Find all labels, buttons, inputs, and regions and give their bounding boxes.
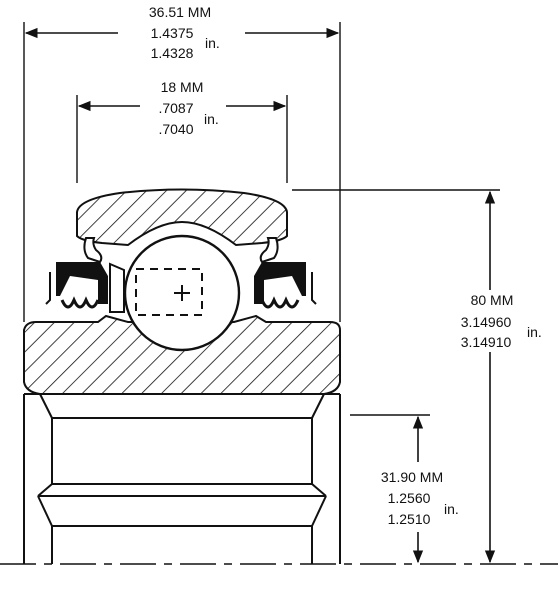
width-max-in: 1.4375 bbox=[151, 25, 194, 41]
od-unit: in. bbox=[527, 324, 542, 340]
right-seal bbox=[254, 237, 317, 309]
dim-inner-width: 18 MM .7087 .7040 in. bbox=[158, 79, 218, 137]
cage-pocket bbox=[135, 268, 203, 316]
width-metric: 36.51 MM bbox=[149, 4, 211, 20]
dim-outer-diameter: 80 MM 3.14960 3.14910 in. bbox=[461, 292, 542, 350]
inner-width-metric: 18 MM bbox=[161, 79, 204, 95]
inner-ring-body bbox=[23, 393, 341, 564]
width-unit: in. bbox=[205, 35, 220, 51]
bore-min-in: 1.2510 bbox=[388, 511, 431, 527]
inner-width-unit: in. bbox=[204, 111, 219, 127]
extension-lines bbox=[0, 22, 558, 565]
left-seal bbox=[45, 237, 125, 313]
dimension-lines bbox=[24, 27, 496, 564]
width-min-in: 1.4328 bbox=[151, 45, 194, 61]
dim-bore: 31.90 MM 1.2560 1.2510 in. bbox=[381, 469, 459, 527]
bore-max-in: 1.2560 bbox=[388, 490, 431, 506]
inner-width-max-in: .7087 bbox=[158, 100, 193, 116]
inner-ring-section bbox=[23, 314, 341, 395]
od-metric: 80 MM bbox=[471, 292, 514, 308]
center-mark bbox=[174, 285, 190, 301]
od-max-in: 3.14960 bbox=[461, 314, 512, 330]
outer-ring-section bbox=[76, 188, 288, 247]
dim-width: 36.51 MM 1.4375 1.4328 in. bbox=[149, 4, 220, 61]
od-min-in: 3.14910 bbox=[461, 334, 512, 350]
bore-metric: 31.90 MM bbox=[381, 469, 443, 485]
inner-width-min-in: .7040 bbox=[158, 121, 193, 137]
bore-unit: in. bbox=[444, 501, 459, 517]
